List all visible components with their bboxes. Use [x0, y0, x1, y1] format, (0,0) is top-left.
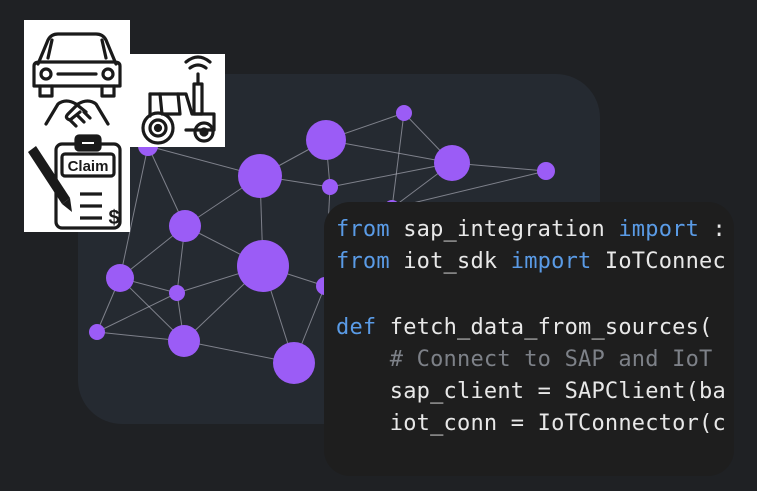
network-node: [322, 179, 338, 195]
network-node: [238, 154, 282, 198]
code-line-4: def fetch_data_from_sources(: [336, 315, 713, 340]
code-line-6: sap_client = SAPClient(ba: [336, 379, 726, 404]
network-edge: [325, 139, 453, 164]
car-handshake-icon: [32, 32, 122, 128]
network-edge: [391, 170, 547, 209]
network-node: [169, 285, 185, 301]
network-node: [434, 145, 470, 181]
code-line-7: iot_conn = IoTConnector(c: [336, 411, 726, 436]
code-line-5: # Connect to SAP and IoT: [336, 347, 713, 372]
smart-tractor-icon: [141, 55, 216, 145]
network-edge: [119, 145, 149, 279]
network-node: [306, 120, 346, 160]
network-node: [237, 240, 289, 292]
network-node: [89, 324, 105, 340]
claim-label: Claim: [68, 158, 109, 175]
network-node: [106, 264, 134, 292]
claim-card: Claim $: [24, 132, 130, 232]
tractor-card: [130, 54, 225, 147]
code-line-1: from sap_integration import :: [336, 217, 726, 242]
code-line-2: from iot_sdk import IoTConnec: [336, 249, 726, 274]
network-node: [168, 325, 200, 357]
network-node: [537, 162, 555, 180]
code-snippet: from sap_integration import : from iot_s…: [324, 202, 734, 476]
network-node: [169, 210, 201, 242]
network-node: [396, 105, 412, 121]
network-edge: [329, 162, 453, 188]
claim-clipboard-icon: Claim $: [28, 134, 122, 230]
network-edge: [96, 292, 178, 333]
car-handshake-card: [24, 20, 130, 132]
dollar-sign: $: [108, 207, 119, 229]
network-node: [273, 342, 315, 384]
network-edge: [391, 112, 405, 209]
